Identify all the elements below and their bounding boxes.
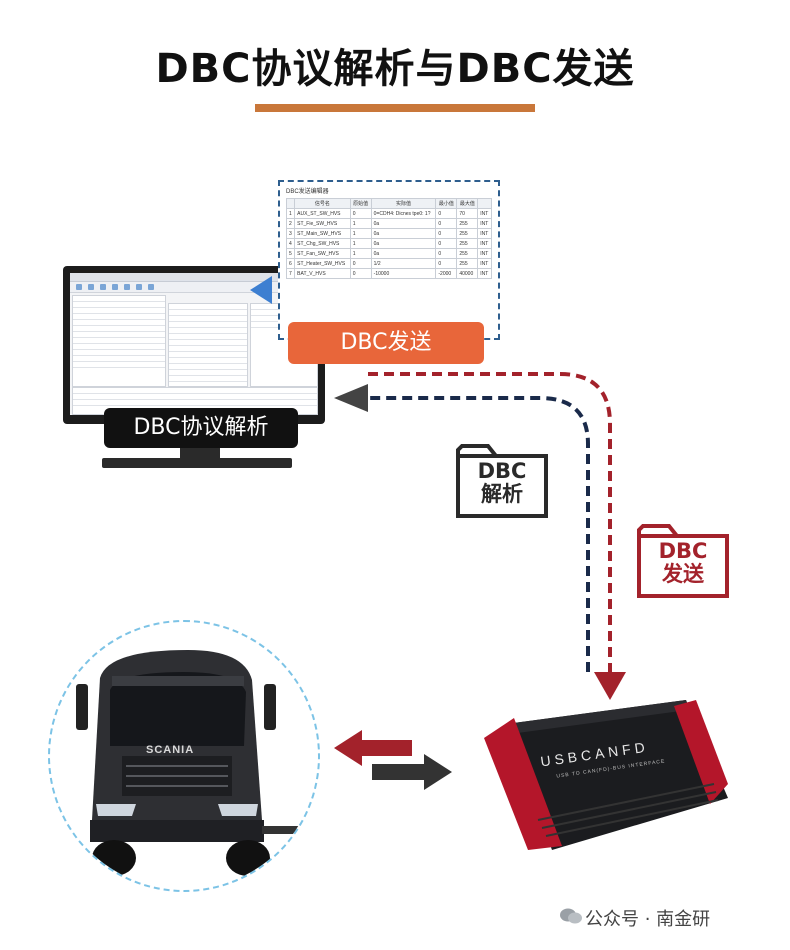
folder-text-line1: DBC bbox=[477, 459, 527, 483]
toolbar-icon bbox=[148, 284, 154, 290]
table-cell-max: 40000 bbox=[456, 268, 479, 279]
truck-image bbox=[76, 650, 318, 876]
toolbar-icon bbox=[112, 284, 118, 290]
usbcanfd-device: USBCANFD USB TO CAN(FD)-BUS INTERFACE bbox=[478, 700, 728, 850]
software-titlebar bbox=[70, 273, 318, 282]
arrow-left-red-icon bbox=[334, 730, 412, 766]
config-panel bbox=[72, 295, 166, 387]
wechat-icon bbox=[560, 908, 582, 924]
dbc-parse-folder-icon: DBC 解析 bbox=[456, 440, 548, 518]
table-cell-idx: 7 bbox=[285, 268, 296, 279]
dbc-send-path bbox=[368, 372, 612, 672]
toolbar-icon bbox=[100, 284, 106, 290]
dbc-send-folder-icon: DBC 发送 bbox=[637, 520, 729, 598]
dbc-parse-label: DBC协议解析 bbox=[104, 408, 298, 448]
send-editor-title: DBC发送编辑器 bbox=[286, 189, 329, 195]
folder-text-line1: DBC bbox=[658, 539, 708, 563]
watermark: 公众号 · 南金研 bbox=[585, 909, 711, 930]
folder-text-line2: 解析 bbox=[481, 482, 523, 506]
callout-pointer bbox=[250, 276, 272, 304]
page-title: DBC协议解析与DBC发送 bbox=[155, 46, 635, 92]
dbc-send-label: DBC发送 bbox=[288, 322, 484, 364]
toolbar-icon bbox=[136, 284, 142, 290]
folder-text-line2: 发送 bbox=[662, 562, 704, 586]
toolbar-icon bbox=[88, 284, 94, 290]
arrow-down-red-icon bbox=[594, 672, 626, 700]
arrow-right-black-icon bbox=[372, 754, 452, 790]
table-cell-unit: INT bbox=[477, 268, 492, 279]
toolbar-icon bbox=[124, 284, 130, 290]
title-underline bbox=[255, 104, 535, 112]
table-cell-raw: 0 bbox=[349, 268, 372, 279]
arrow-left-black-icon bbox=[334, 384, 368, 412]
truck-image-circle: SCANIA bbox=[48, 620, 320, 892]
toolbar-icon bbox=[76, 284, 82, 290]
dbc-parse-path bbox=[368, 396, 590, 672]
monitor-stand-base bbox=[102, 458, 292, 468]
software-toolbar bbox=[70, 282, 318, 293]
truck-badge: SCANIA bbox=[146, 744, 195, 756]
